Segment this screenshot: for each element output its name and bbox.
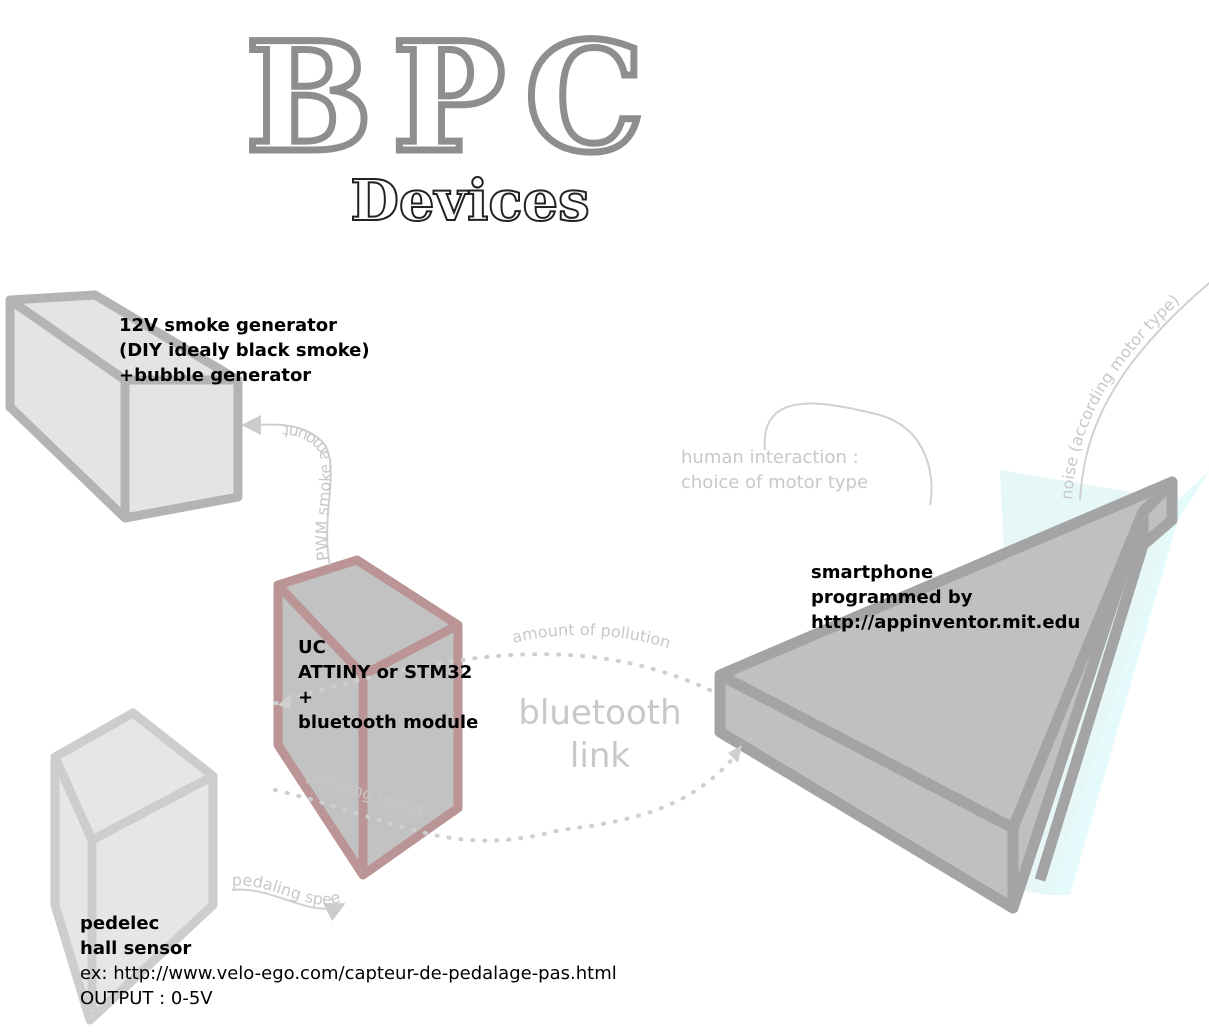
- smartphone-box: [714, 470, 1209, 914]
- uc-box: [273, 555, 463, 880]
- bpc-logo: BPC Devices: [242, 7, 665, 236]
- human-interaction-line: [763, 402, 933, 506]
- smoke-generator-box: [5, 290, 243, 523]
- smoke-generator-label: 12V smoke generator(DIY idealy black smo…: [119, 315, 370, 386]
- noise-label: noise (according motor type): [1057, 290, 1183, 500]
- pedal-bt-arrow: [273, 748, 742, 843]
- pwm-label: PWM smoke amount: [282, 421, 335, 562]
- pollution-arrow: [268, 652, 712, 707]
- svg-text:BPC: BPC: [246, 10, 665, 186]
- pollution-label: amount of pollution: [510, 620, 673, 652]
- human-interaction-label: human interaction :choice of motor type: [681, 447, 869, 493]
- hall-sensor-box: [50, 708, 218, 1025]
- svg-text:Devices: Devices: [350, 168, 589, 234]
